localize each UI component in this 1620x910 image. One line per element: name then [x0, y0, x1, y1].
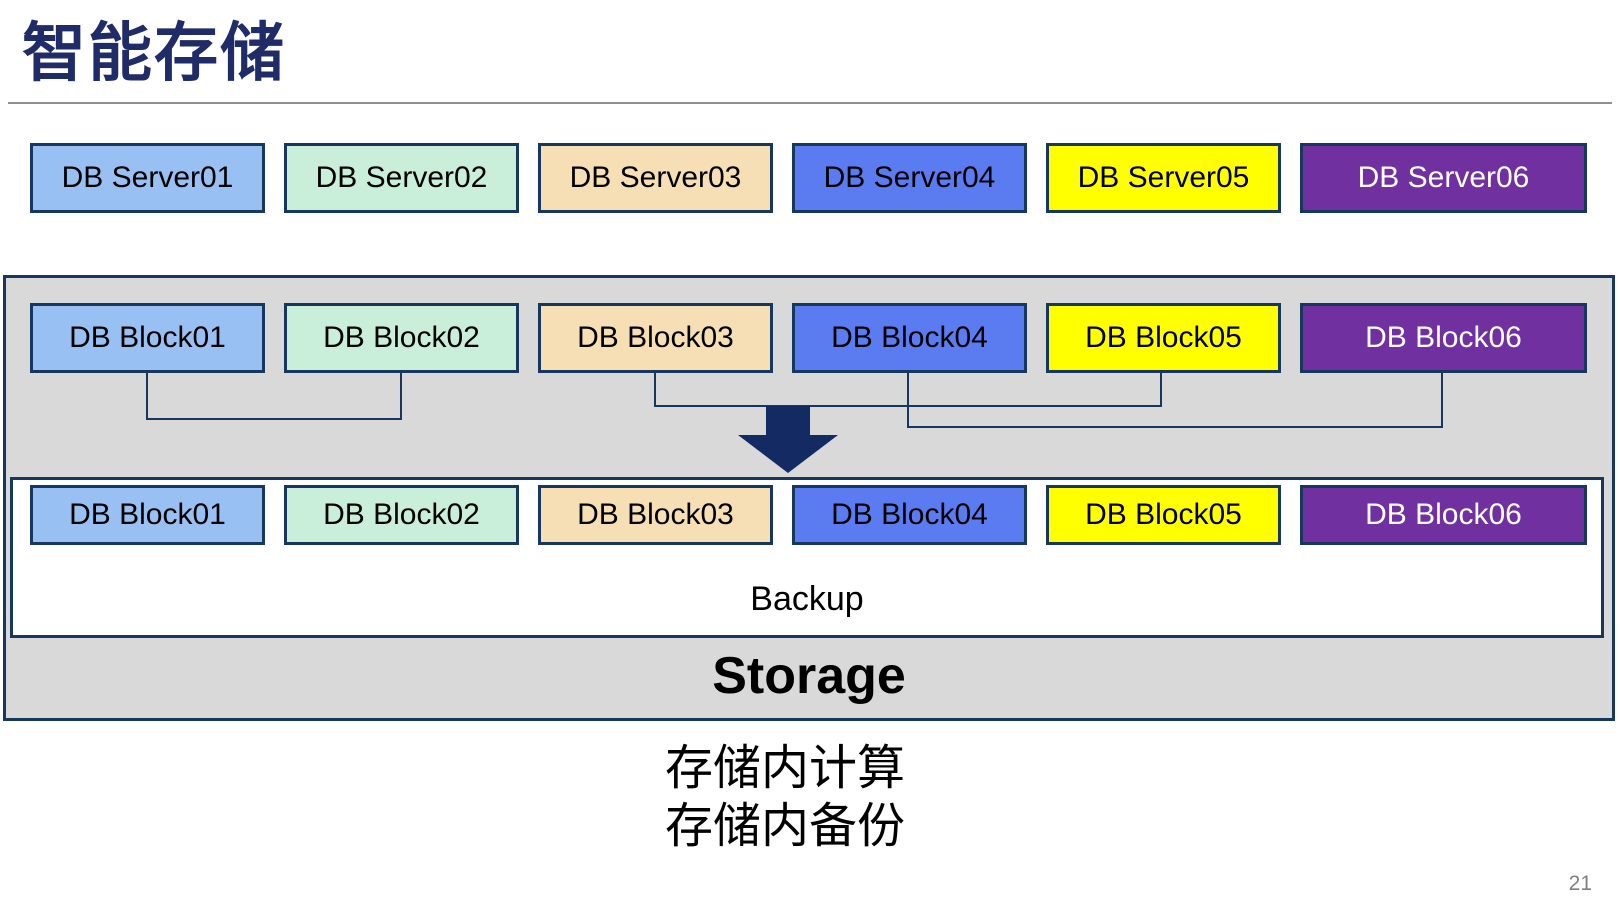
- connector-block01-block02: [146, 372, 402, 420]
- down-arrow-icon: [766, 406, 810, 436]
- db-server-box: DB Server04: [792, 143, 1027, 213]
- db-block-box: DB Block04: [792, 303, 1027, 373]
- db-block-box: DB Block03: [538, 303, 773, 373]
- page-number: 21: [1568, 872, 1592, 895]
- db-block-row-backup: DB Block01 DB Block02 DB Block03 DB Block04…: [30, 485, 1587, 545]
- db-block-row-source: DB Block01 DB Block02 DB Block03 DB Block04…: [30, 303, 1587, 373]
- db-server-box: DB Server01: [30, 143, 265, 213]
- db-block-backup-box: DB Block06: [1300, 485, 1587, 545]
- db-server-box: DB Server05: [1046, 143, 1281, 213]
- db-block-box: DB Block06: [1300, 303, 1587, 373]
- db-block-backup-box: DB Block02: [284, 485, 519, 545]
- title-underline: [8, 102, 1612, 104]
- db-block-backup-box: DB Block04: [792, 485, 1027, 545]
- down-arrow-icon: [738, 435, 838, 473]
- db-block-box: DB Block05: [1046, 303, 1281, 373]
- db-block-box: DB Block02: [284, 303, 519, 373]
- caption-line-2: 存储内备份: [664, 800, 905, 853]
- db-server-box: DB Server02: [284, 143, 519, 213]
- connector-block04-block06: [907, 372, 1443, 428]
- slide-title: 智能存储: [22, 17, 286, 89]
- storage-label: Storage: [712, 647, 906, 705]
- db-server-row: DB Server01 DB Server02 DB Server03 DB Serv…: [30, 143, 1587, 213]
- caption-text: 存储内计算 存储内备份: [0, 740, 1570, 856]
- caption-line-1: 存储内计算: [664, 742, 905, 795]
- db-block-backup-box: DB Block05: [1046, 485, 1281, 545]
- db-block-backup-box: DB Block03: [538, 485, 773, 545]
- db-server-box: DB Server03: [538, 143, 773, 213]
- db-server-box: DB Server06: [1300, 143, 1587, 213]
- db-block-backup-box: DB Block01: [30, 485, 265, 545]
- db-block-box: DB Block01: [30, 303, 265, 373]
- backup-label: Backup: [750, 580, 864, 618]
